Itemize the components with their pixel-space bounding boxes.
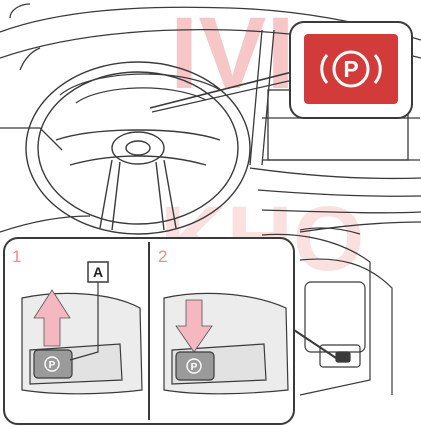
switch-symbol-1: P: [49, 360, 56, 371]
parking-brake-symbol: P: [343, 56, 358, 82]
parking-brake-indicator-callout: P: [290, 22, 412, 118]
switch-symbol-2: P: [191, 362, 198, 373]
step-number-2: 2: [158, 247, 167, 266]
callout-label-a: A: [93, 264, 103, 280]
step-number-1: 1: [12, 247, 21, 266]
